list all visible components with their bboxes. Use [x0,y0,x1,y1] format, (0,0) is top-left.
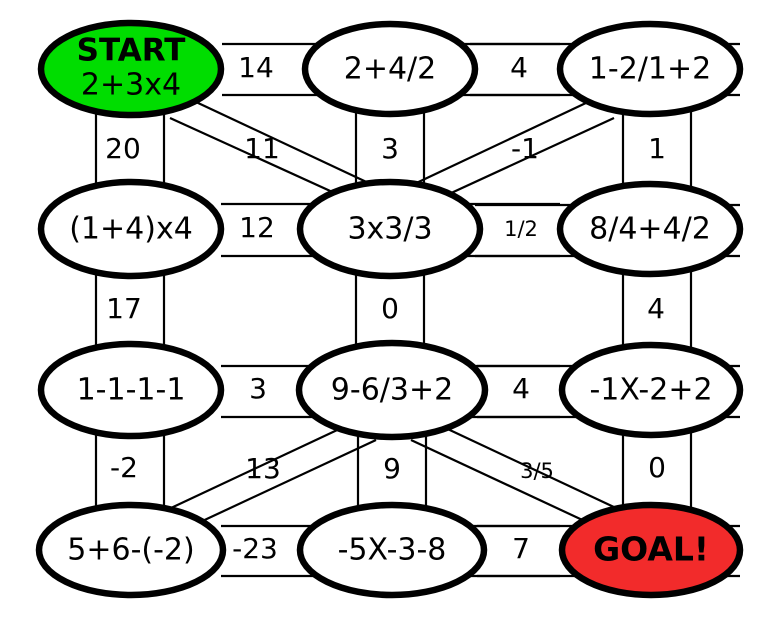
node-expression-label: 5+6-(-2) [67,533,194,568]
edge-connector-line [410,439,592,525]
graph-node-n30[interactable]: 5+6-(-2) [35,501,227,599]
node-expression-label: -1X-2+2 [589,373,712,408]
goal-node-ellipse[interactable] [558,501,744,599]
edge-weight-e-n11-n12: 1/2 [504,217,538,241]
node-ellipse[interactable] [37,178,225,280]
graph-node-n31[interactable]: -5X-3-8 [296,501,488,599]
edge-labels-layer: 14 4 20 11 3 -1 1 12 1/2 17 0 4 3 4 -2 13 9 3/5 0 -23 7 [105,51,666,565]
edge-connector-line [195,101,376,187]
edge-lines-layer [94,42,740,578]
node-ellipse[interactable] [295,339,489,441]
edge-weight-e-n10-n20: 17 [106,292,142,325]
edge-weight-e-n22-n32: 0 [648,451,666,484]
node-ellipse[interactable] [301,20,479,118]
graph-node-n01[interactable]: 2+4/2 [301,20,479,118]
node-expression-label: 2+4/2 [344,52,437,87]
graph-node-n21[interactable]: 9-6/3+2 [295,339,489,441]
edge-weight-e-n00-n01: 14 [238,51,274,84]
node-ellipse[interactable] [296,501,488,599]
node-ellipse[interactable] [296,178,484,280]
graph-node-n20[interactable]: 1-1-1-1 [37,340,225,440]
edge-weight-e-n11-n21: 0 [381,292,399,325]
node-ellipse[interactable] [37,340,225,440]
edge-weight-e-n02-n11: -1 [511,132,539,165]
node-ellipse[interactable] [558,341,744,439]
goal-node-label: GOAL! [593,530,709,569]
graph-node-n32[interactable]: GOAL! [558,501,744,599]
node-expression-label: 9-6/3+2 [331,373,453,408]
start-node-ellipse[interactable] [37,19,225,119]
node-expression-label: -5X-3-8 [338,533,447,568]
edge-weight-e-n21-n30: 13 [245,452,281,485]
edge-weight-e-n31-n32: 7 [512,532,530,565]
node-expression-label: 1-1-1-1 [77,373,186,408]
edge-weight-e-n20-n30: -2 [110,451,138,484]
edge-weight-e-n30-n31: -23 [232,532,278,565]
edge-weight-e-n01-n11: 3 [381,132,399,165]
graph-node-n02[interactable]: 1-2/1+2 [556,20,744,118]
node-expression-label: 1-2/1+2 [589,52,711,87]
edge-weight-e-n10-n11: 12 [239,211,275,244]
edge-weight-e-n12-n22: 4 [647,292,665,325]
edge-weight-e-n21-n32: 3/5 [520,459,554,483]
edge-weight-e-n02-n12: 1 [648,132,666,165]
node-expression-label: (1+4)x4 [69,212,193,247]
node-expression-label: 8/4+4/2 [589,212,711,247]
node-ellipse[interactable] [35,501,227,599]
edge-connector-line [169,116,351,202]
graph-node-n12[interactable]: 8/4+4/2 [556,180,744,278]
edge-weight-e-n00-n10: 20 [105,132,141,165]
edge-connector-line [436,423,617,509]
edge-weight-e-n00-n11: 11 [244,132,280,165]
graph-node-n10[interactable]: (1+4)x4 [37,178,225,280]
node-ellipse[interactable] [556,20,744,118]
edge-weight-e-n21-n31: 9 [383,452,401,485]
graph-node-n11[interactable]: 3x3/3 [296,178,484,280]
edge-connector-line [409,101,589,187]
edge-weight-e-n20-n21: 3 [249,372,267,405]
edge-connector-line [195,439,377,525]
graph-node-n22[interactable]: -1X-2+2 [558,341,744,439]
node-ellipse[interactable] [556,180,744,278]
start-node-title: START [77,33,186,69]
edge-connector-line [435,117,615,201]
edge-weight-e-n21-n22: 4 [512,372,530,405]
edge-connector-line [170,423,351,509]
edge-weight-e-n01-n02: 4 [510,51,528,84]
start-node-expression: 2+3x4 [81,68,181,103]
node-expression-label: 3x3/3 [347,212,432,247]
